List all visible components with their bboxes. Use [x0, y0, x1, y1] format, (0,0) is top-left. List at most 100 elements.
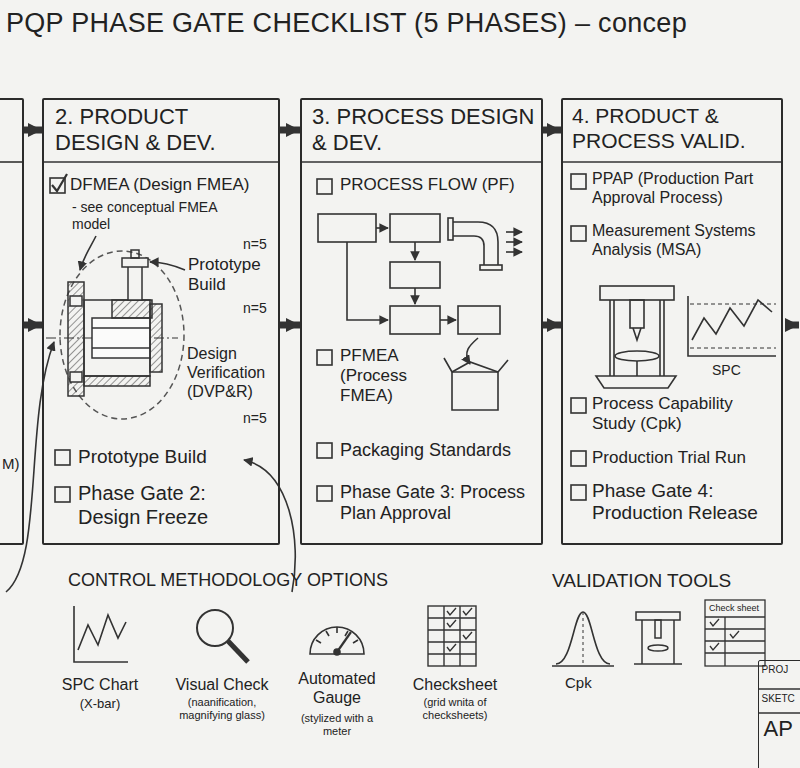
sample-size: n=5 [243, 300, 277, 317]
diagram-title: PQP PHASE GATE CHECKLIST (5 PHASES) – co… [6, 8, 687, 40]
title-block-rule [758, 688, 800, 689]
test-stand-icon [634, 612, 682, 664]
check-sheet-icon [705, 600, 765, 666]
header-divider [42, 161, 280, 163]
icon-note: (naanification, magnifying glass) [167, 696, 277, 722]
process-flow-sketch [453, 222, 498, 265]
gauge-icon [310, 627, 364, 654]
icon-note: (stylized with a meter [287, 712, 387, 738]
checkbox [571, 226, 586, 241]
process-flow-sketch [444, 358, 508, 372]
checklist-item: Prototype Build [78, 446, 273, 468]
checklist-item: PPAP (Production Part Approval Process) [592, 170, 780, 208]
phase-gate: Phase Gate 2: Design Freeze [78, 482, 273, 529]
flange-illustration [84, 376, 150, 386]
phase-column: 3. PROCESS DESIGN & DEV.PROCESS FLOW (PF… [300, 98, 543, 545]
title-block: PROJ SKETC AP [758, 660, 800, 768]
flange-illustration [122, 258, 148, 267]
flange-illustration [128, 266, 142, 300]
checkbox [571, 398, 586, 413]
process-flow-sketch [448, 218, 453, 240]
flange-illustration [70, 296, 82, 306]
checksheet-icon [428, 606, 476, 666]
process-flow-sketch [506, 231, 522, 233]
test-stand-sketch [659, 300, 661, 376]
icon-note: (grid wnita of checksheets) [405, 696, 505, 722]
checklist-item: Process Capability Study (Cpk) [592, 394, 780, 434]
process-flow-sketch [347, 242, 388, 320]
spc-chart-icon [74, 606, 128, 662]
test-stand-sketch [596, 286, 676, 388]
test-stand-sketch [613, 300, 615, 376]
flow-arrow [280, 127, 300, 134]
checksheet-icon [428, 606, 476, 666]
flange-illustration [68, 282, 84, 396]
header-divider [561, 161, 783, 163]
checklist-item: Measurement Systems Analysis (MSA) [592, 222, 780, 260]
checkbox [317, 179, 332, 194]
checkbox [317, 350, 332, 365]
test-stand-sketch [633, 328, 641, 340]
check-sheet-icon [710, 619, 739, 650]
title-block-field: PROJ [762, 664, 800, 676]
annotation: Design Verification (DVP&R) [187, 345, 277, 402]
title-block-field: AP [764, 716, 800, 742]
process-flow-sketch [414, 242, 416, 260]
flange-illustration [46, 250, 184, 419]
title-block-field: SKETC [762, 693, 800, 705]
flow-arrow [24, 322, 42, 329]
sample-size: n=5 [243, 410, 277, 427]
checkbox [571, 451, 586, 466]
magnifier-icon [197, 610, 233, 646]
bell-curve-icon [552, 612, 614, 666]
magnifier-icon [197, 610, 248, 662]
process-flow-sketch [376, 227, 388, 229]
test-stand-sketch [663, 300, 665, 376]
process-flow-sketch [318, 214, 376, 242]
checklist-item: PROCESS FLOW (PF) [340, 175, 535, 195]
checklist-item: DFMEA (Design FMEA) [70, 175, 275, 195]
process-flow-sketch [390, 262, 440, 288]
flange-illustration [60, 251, 184, 419]
checkbox [571, 485, 586, 500]
process-flow-sketch [506, 241, 522, 243]
test-stand-sketch [615, 351, 659, 361]
spc-chart-sketch [690, 348, 776, 349]
title-block-rule [758, 712, 800, 713]
checklist-item: PFMEA (Process FMEA) [340, 346, 440, 406]
spc-chart-icon [78, 615, 126, 650]
process-flow-sketch [467, 338, 478, 364]
flow-arrow [24, 127, 42, 134]
sample-size: n=5 [243, 236, 277, 253]
section-heading: CONTROL METHODOLOGY OPTIONS [68, 570, 448, 591]
gauge-icon [316, 627, 358, 643]
header-divider [0, 161, 24, 163]
icon-caption: Checksheet [405, 676, 505, 695]
column-fragment: M) [2, 455, 24, 473]
test-stand-icon [673, 620, 675, 664]
chart-label: SPC [712, 362, 752, 379]
checkbox [55, 450, 70, 465]
flange-illustration [70, 372, 82, 382]
flange-illustration [92, 347, 150, 349]
checklist-item: Production Trial Run [592, 448, 780, 468]
flange-illustration [92, 318, 150, 358]
phase-gate: Phase Gate 4: Production Release [592, 480, 780, 525]
process-flow-sketch [458, 306, 500, 334]
flow-arrow [785, 325, 799, 326]
process-flow-sketch [414, 288, 416, 304]
check-sheet-icon [705, 600, 765, 666]
process-flow-sketch [453, 236, 484, 265]
phase-column: 4. PRODUCT & PROCESS VALID.PPAP (Product… [561, 98, 783, 545]
test-stand-icon [648, 645, 668, 651]
process-flow-sketch [318, 214, 522, 410]
test-stand-sketch [636, 361, 638, 376]
flange-illustration [92, 327, 150, 329]
phase-heading: 2. PRODUCT DESIGN & DEV. [55, 104, 275, 156]
magnifier-icon [228, 641, 248, 662]
process-flow-sketch [452, 372, 498, 410]
test-stand-icon [634, 663, 682, 665]
flow-arrow [280, 322, 300, 329]
icon-caption: Visual Check [167, 676, 277, 695]
